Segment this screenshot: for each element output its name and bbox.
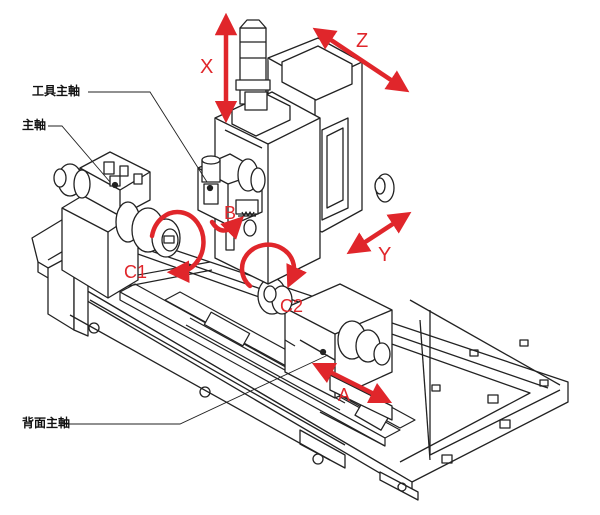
a-axis-arrow: [311, 362, 393, 404]
z-axis-arrow: [312, 27, 410, 93]
axis-label-c1: C1: [124, 262, 148, 282]
callout-leaders: [48, 91, 329, 425]
tool-spindle-label: 工具主軸: [32, 84, 81, 98]
c2-rotation-arrow: [239, 242, 307, 289]
main-spindle-label: 主軸: [22, 118, 47, 132]
x-axis-motor: [235, 19, 271, 111]
axis-label-y: Y: [378, 244, 392, 266]
axis-label-b: B: [224, 203, 237, 223]
axis-label-z: Z: [356, 30, 369, 52]
c1-rotation-arrow: [149, 209, 206, 283]
axis-label-c2: C2: [280, 296, 304, 316]
b-axis-arrow: [209, 216, 244, 240]
motion-arrows: [149, 12, 412, 404]
axis-label-a: A: [338, 385, 351, 405]
y-axis-arrow: [346, 211, 412, 255]
axis-label-x: X: [200, 56, 214, 78]
tool-spindle: [197, 153, 266, 251]
back-spindle-label: 背面主軸: [22, 416, 71, 430]
